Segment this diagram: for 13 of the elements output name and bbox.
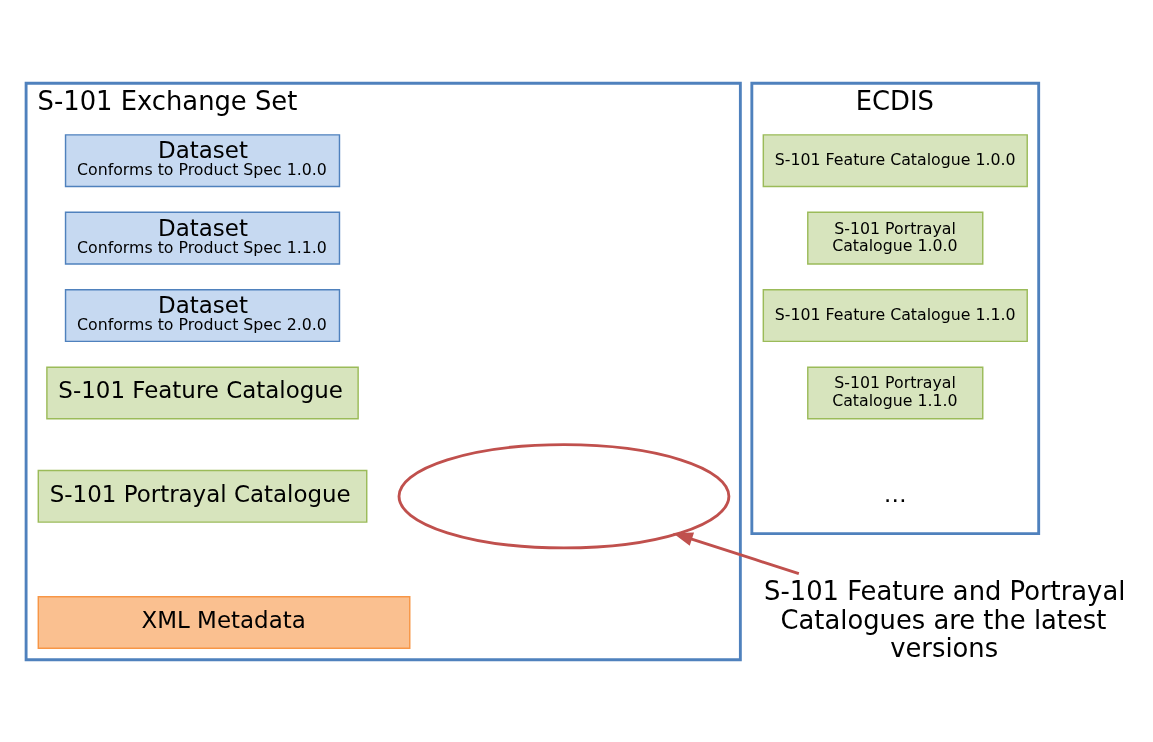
node-box: S-101 Feature Catalogue <box>46 366 359 420</box>
node-box: XML Metadata <box>37 595 411 649</box>
node-box: S-101 Portrayal Catalogue 1.0.0 <box>807 211 984 265</box>
node-box: S-101 Portrayal Catalogue 1.1.0 <box>807 366 984 420</box>
node-box: S-101 Feature Catalogue 1.0.0 <box>762 133 1028 187</box>
node-box: S-101 Feature Catalogue 1.1.0 <box>762 288 1028 342</box>
node-box: S-101 Portrayal Catalogue <box>37 469 368 523</box>
arrow <box>672 531 800 575</box>
node-box: Dataset Conforms to Product Spec 1.1.0 <box>64 211 341 265</box>
node-text: S-101 Feature and Portrayal Catalogues are the latest versions <box>764 575 1126 663</box>
node-box: Dataset Conforms to Product Spec 1.0.0 <box>64 133 341 187</box>
label: … <box>883 480 907 507</box>
node-box: Dataset Conforms to Product Spec 2.0.0 <box>64 288 341 342</box>
